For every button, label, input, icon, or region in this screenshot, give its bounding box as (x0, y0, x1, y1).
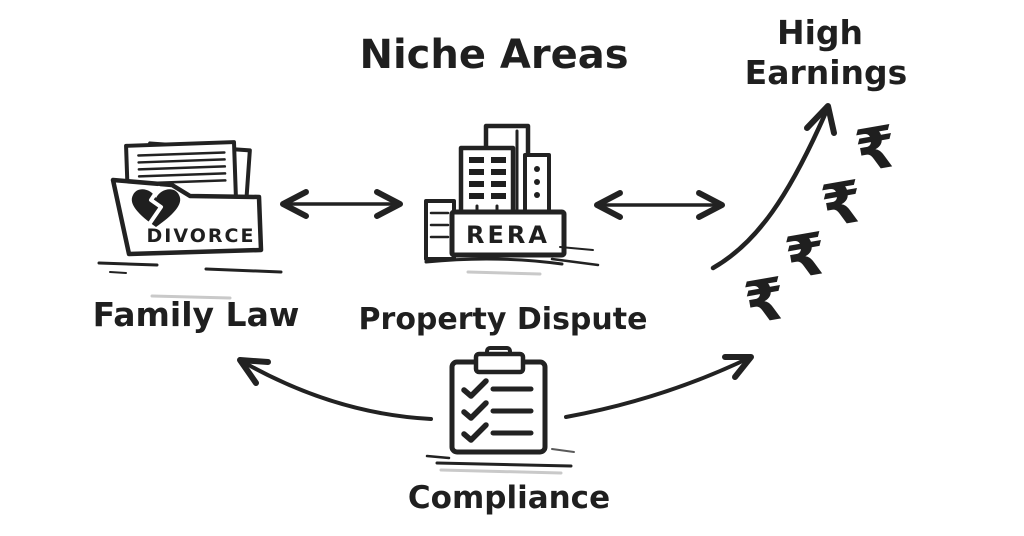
ground-line (204, 267, 283, 274)
rupee-symbol: ₹ (850, 112, 902, 186)
curved-arrow-compliance-family (237, 357, 433, 421)
ground-line (97, 261, 159, 267)
clipboard-clip (473, 351, 526, 375)
checklist-clipboard-icon (425, 346, 575, 475)
ground-shadow (466, 270, 542, 276)
broken-heart-icon (131, 186, 181, 227)
ground-line (559, 246, 594, 251)
rising-rupee-curve-icon: ₹ ₹ ₹ ₹ (710, 103, 902, 338)
ground-line (424, 257, 564, 266)
property-dispute-label: Property Dispute (359, 302, 648, 337)
rera-building-icon: RERA (424, 123, 600, 276)
curved-arrow-compliance-earnings (564, 354, 754, 419)
high-earnings-label-line2: Earnings (745, 53, 908, 92)
high-earnings-label-line1: High (777, 13, 863, 52)
ground-line (109, 271, 127, 274)
ground-line (551, 448, 575, 453)
check-mark (461, 378, 489, 399)
family-law-label: Family Law (93, 295, 300, 334)
double-arrow-property-earnings (594, 190, 725, 220)
rera-sign-text: RERA (466, 221, 550, 249)
rupee-symbol: ₹ (780, 219, 832, 293)
rera-sign (449, 209, 567, 258)
ground-shadow (150, 294, 232, 300)
double-arrow-family-property (280, 189, 403, 219)
rupee-symbol: ₹ (739, 264, 791, 338)
growth-curve (710, 109, 829, 271)
ground-shadow (439, 468, 563, 475)
divorce-folder-icon: DIVORCE (97, 140, 283, 300)
diagram-title: Niche Areas (359, 32, 628, 78)
check-mark (461, 400, 489, 421)
divorce-folder-text: DIVORCE (147, 225, 256, 247)
ground-line (435, 461, 573, 468)
growth-arrowhead (804, 103, 837, 136)
compliance-label: Compliance (408, 480, 610, 516)
check-mark (461, 422, 489, 443)
ground-line (550, 257, 600, 267)
ground-line (425, 454, 451, 460)
